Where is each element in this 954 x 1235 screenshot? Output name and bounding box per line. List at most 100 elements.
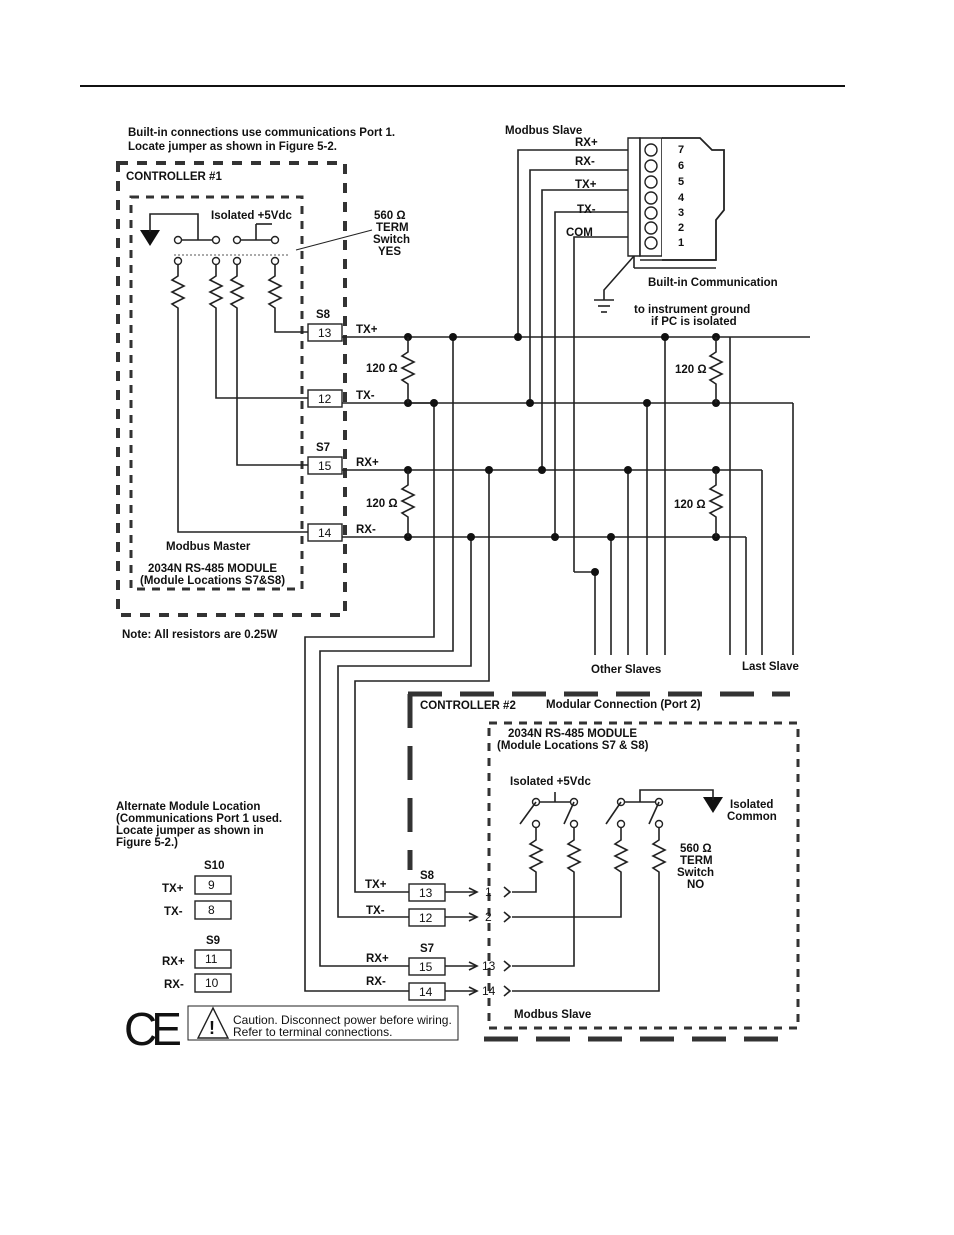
alternate-signal-txp: TX+ xyxy=(162,883,184,895)
svg-text:8: 8 xyxy=(208,903,215,917)
alternate-terminal-11: 11 xyxy=(194,949,232,969)
term-pointer-line xyxy=(295,229,373,251)
alternate-terminal-10: 10 xyxy=(194,973,232,993)
controller1-terminal-14: 14 xyxy=(307,523,343,542)
controller2-terminal-12: 12 xyxy=(408,908,446,927)
controller2-isolated-common-2: Common xyxy=(727,811,777,823)
resistor-label-1: 120 Ω xyxy=(366,363,398,375)
alternate-signal-txm: TX- xyxy=(164,906,183,918)
controller1-signal-txp: TX+ xyxy=(356,324,378,336)
slave-signal-txm: TX- xyxy=(577,204,596,216)
controller2-isolated-common-arrow-icon xyxy=(703,797,723,813)
alternate-signal-rxm: RX- xyxy=(164,979,184,991)
controller1-common-wire xyxy=(149,213,199,240)
alternate-terminal-9: 9 xyxy=(194,875,232,895)
caution-warning-icon xyxy=(196,1006,230,1039)
modbus-slave-top-title: Modbus Slave xyxy=(505,125,582,137)
alternate-heading-3: Locate jumper as shown in xyxy=(116,825,264,837)
top-note-line-2: Locate jumper as shown in Figure 5-2. xyxy=(128,141,337,153)
controller2-switch-contacts xyxy=(519,789,714,829)
svg-text:12: 12 xyxy=(419,911,433,925)
builtin-comm-caption: Built-in Communication xyxy=(648,277,778,289)
pin-4: 4 xyxy=(678,192,685,204)
pin-5: 5 xyxy=(678,176,684,188)
svg-text:13: 13 xyxy=(419,886,433,900)
controller2-title: CONTROLLER #2 xyxy=(420,700,516,712)
controller1-s7-label: S7 xyxy=(316,442,330,454)
alternate-signal-rxp: RX+ xyxy=(162,956,185,968)
controller1-master-label: Modbus Master xyxy=(166,541,251,553)
slave-signal-rxm: RX- xyxy=(575,156,595,168)
pin-6: 6 xyxy=(678,160,684,172)
top-note-line-1: Built-in connections use communications … xyxy=(128,127,395,139)
resistor-label-3: 120 Ω xyxy=(366,498,398,510)
slave-signal-txp: TX+ xyxy=(575,179,597,191)
terminal-block xyxy=(627,137,725,269)
svg-text:12: 12 xyxy=(318,392,332,406)
controller2-pin-2: 2 xyxy=(485,910,492,924)
ce-mark-icon: CE xyxy=(124,1003,180,1055)
controller2-signal-txm: TX- xyxy=(366,905,385,917)
controller1-inner-border xyxy=(129,195,304,591)
ground-note-2: if PC is isolated xyxy=(651,316,737,328)
controller2-terminal-14: 14 xyxy=(408,982,446,1001)
controller1-isolated-5v: Isolated +5Vdc xyxy=(211,210,292,222)
ground-note-1: to instrument ground xyxy=(634,304,750,316)
svg-text:14: 14 xyxy=(318,526,332,540)
other-slaves-label: Other Slaves xyxy=(591,664,661,676)
svg-text:11: 11 xyxy=(205,952,218,966)
junction-dots xyxy=(404,333,720,576)
svg-text:14: 14 xyxy=(419,985,433,999)
controller2-term-2: TERM xyxy=(680,855,713,867)
isolated-common-arrow-icon xyxy=(140,230,160,246)
termination-resistors xyxy=(400,337,724,537)
alternate-s10-label: S10 xyxy=(204,860,224,872)
controller1-terminal-13: 13 xyxy=(307,323,343,342)
slave-signal-rxp: RX+ xyxy=(575,137,598,149)
caution-exclamation: ! xyxy=(209,1018,215,1038)
resistor-note: Note: All resistors are 0.25W xyxy=(122,629,278,641)
controller2-s7-label: S7 xyxy=(420,943,434,955)
controller1-terminal-15: 15 xyxy=(307,456,343,475)
controller1-signal-rxm: RX- xyxy=(356,524,376,536)
pin-1: 1 xyxy=(678,237,684,249)
controller2-module-label-2: (Module Locations S7 & S8) xyxy=(497,740,649,752)
controller1-s8-label: S8 xyxy=(316,309,331,321)
controller2-term-3: Switch xyxy=(677,867,714,879)
alternate-terminal-8: 8 xyxy=(194,900,232,920)
controller2-pin-14: 14 xyxy=(482,984,496,998)
controller1-resistors xyxy=(170,265,308,533)
caution-line-1: Caution. Disconnect power before wiring. xyxy=(233,1013,452,1027)
controller2-arrow-wires xyxy=(445,886,512,997)
controller1-module-label-2: (Module Locations S7&S8) xyxy=(140,575,285,587)
controller2-module-border xyxy=(487,721,800,1030)
controller2-module-label-1: 2034N RS-485 MODULE xyxy=(508,728,637,740)
controller2-signal-rxm: RX- xyxy=(366,976,386,988)
controller1-signal-txm: TX- xyxy=(356,390,375,402)
controller2-signal-txp: TX+ xyxy=(365,879,387,891)
controller2-slave-label: Modbus Slave xyxy=(514,1009,591,1021)
controller1-module-label-1: 2034N RS-485 MODULE xyxy=(148,563,277,575)
controller2-connection: Modular Connection (Port 2) xyxy=(546,699,701,711)
svg-text:9: 9 xyxy=(208,878,215,892)
controller2-terminal-13: 13 xyxy=(408,883,446,902)
svg-text:10: 10 xyxy=(205,976,219,990)
controller1-term-4: YES xyxy=(378,246,401,258)
last-slave-label: Last Slave xyxy=(742,661,799,673)
pin-3: 3 xyxy=(678,207,684,219)
controller2-pin-13: 13 xyxy=(482,959,496,973)
svg-text:15: 15 xyxy=(318,459,332,473)
caution-line-2: Refer to terminal connections. xyxy=(233,1025,392,1039)
controller1-term-1: 560 Ω xyxy=(374,210,406,222)
controller2-term-4: NO xyxy=(687,879,704,891)
controller1-term-2: TERM xyxy=(376,222,409,234)
controller1-term-3: Switch xyxy=(373,234,410,246)
svg-text:15: 15 xyxy=(419,960,433,974)
controller2-resistors xyxy=(512,828,667,992)
alternate-heading-4: Figure 5-2.) xyxy=(116,837,178,849)
slave-signal-com: COM xyxy=(566,227,593,239)
controller2-signal-rxp: RX+ xyxy=(366,953,389,965)
alternate-s9-label: S9 xyxy=(206,935,220,947)
svg-text:13: 13 xyxy=(318,326,332,340)
